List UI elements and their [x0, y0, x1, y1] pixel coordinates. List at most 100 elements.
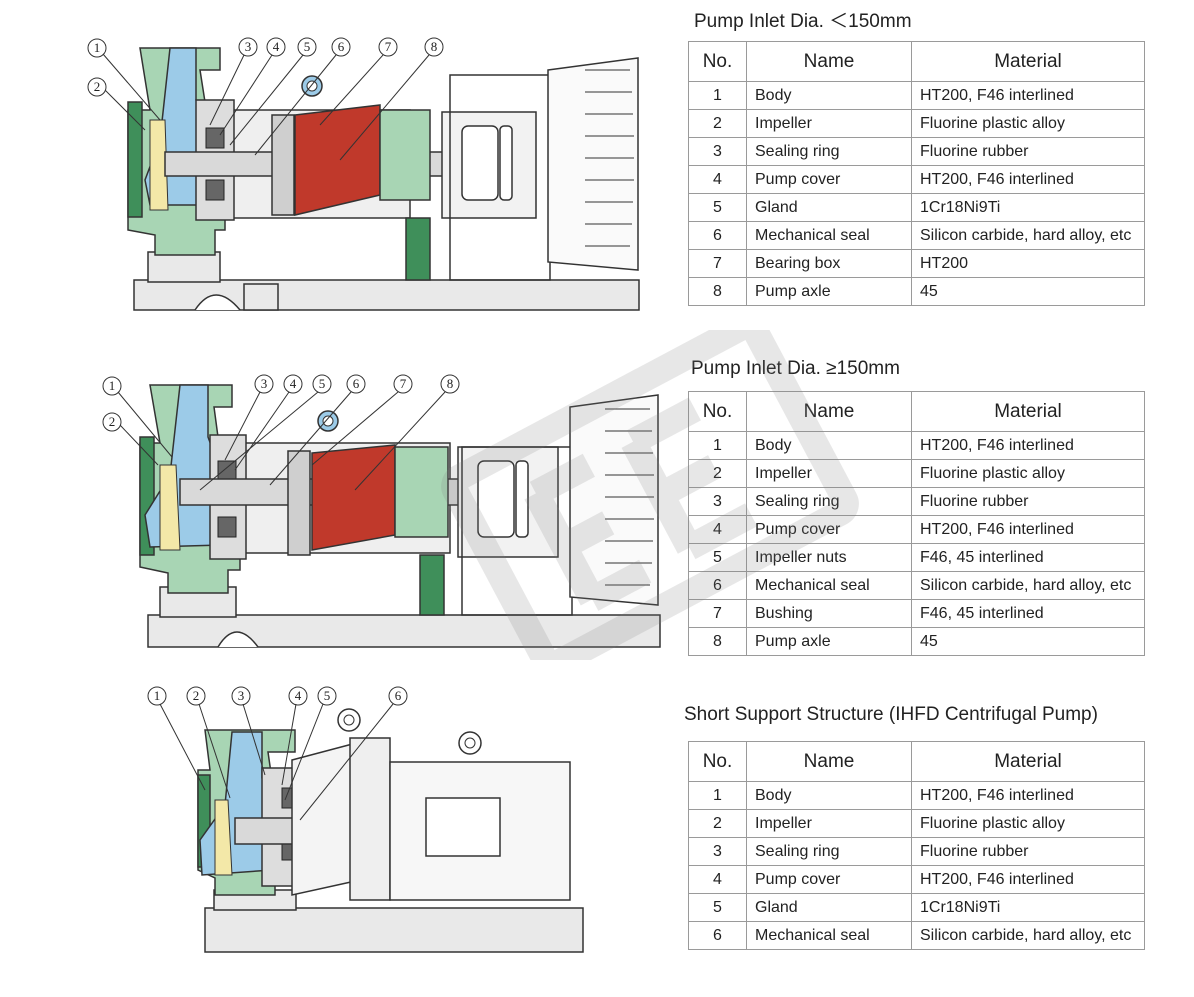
callout-2: 2	[109, 414, 116, 429]
row-name: Gland	[746, 893, 912, 922]
row-name: Pump cover	[746, 865, 912, 894]
row-name: Mechanical seal	[746, 921, 912, 950]
header-no: No.	[688, 741, 747, 782]
row-name: Mechanical seal	[746, 221, 912, 250]
row-name: Pump axle	[746, 627, 912, 656]
row-material: HT200, F46 interlined	[911, 515, 1145, 544]
row-no: 1	[688, 781, 747, 810]
callout-8: 8	[431, 39, 438, 54]
row-no: 6	[688, 921, 747, 950]
callout-6: 6	[353, 376, 360, 391]
row-material: Fluorine rubber	[911, 137, 1145, 166]
row-no: 4	[688, 165, 747, 194]
row-material: Fluorine plastic alloy	[911, 109, 1145, 138]
callout-1: 1	[154, 688, 161, 703]
row-no: 7	[688, 249, 747, 278]
row-name: Sealing ring	[746, 837, 912, 866]
row-no: 3	[688, 487, 747, 516]
row-material: HT200, F46 interlined	[911, 865, 1145, 894]
row-name: Pump cover	[746, 515, 912, 544]
callout-8: 8	[447, 376, 454, 391]
callout-2: 2	[193, 688, 200, 703]
row-material: Fluorine rubber	[911, 837, 1145, 866]
header-material: Material	[911, 741, 1145, 782]
callout-1: 1	[94, 40, 101, 55]
pump-diagram-2: 1 2 3 4 5 6 7 8	[0, 365, 680, 660]
row-material: Silicon carbide, hard alloy, etc	[911, 921, 1145, 950]
pump-diagram-3: 1 2 3 4 5 6	[0, 680, 680, 970]
row-name: Body	[746, 431, 912, 460]
callout-5: 5	[319, 376, 326, 391]
section-3-title: Short Support Structure (IHFD Centrifuga…	[684, 704, 1098, 725]
table-header-row: No. Name Material	[688, 741, 1145, 782]
callout-7: 7	[385, 39, 392, 54]
row-material: Silicon carbide, hard alloy, etc	[911, 571, 1145, 600]
section-2-title: Pump Inlet Dia. ≥150mm	[691, 358, 900, 379]
header-material: Material	[911, 391, 1145, 432]
row-name: Pump cover	[746, 165, 912, 194]
callout-5: 5	[324, 688, 331, 703]
row-material: F46, 45 interlined	[911, 599, 1145, 628]
callout-1: 1	[109, 378, 116, 393]
row-no: 2	[688, 459, 747, 488]
row-no: 3	[688, 837, 747, 866]
row-name: Bearing box	[746, 249, 912, 278]
callout-6: 6	[395, 688, 402, 703]
row-material: HT200, F46 interlined	[911, 165, 1145, 194]
header-name: Name	[746, 41, 912, 82]
row-name: Impeller	[746, 459, 912, 488]
row-no: 2	[688, 809, 747, 838]
row-material: HT200, F46 interlined	[911, 781, 1145, 810]
callout-7: 7	[400, 376, 407, 391]
row-material: Fluorine plastic alloy	[911, 809, 1145, 838]
row-name: Sealing ring	[746, 137, 912, 166]
row-material: HT200	[911, 249, 1145, 278]
row-name: Mechanical seal	[746, 571, 912, 600]
callout-2: 2	[94, 79, 101, 94]
row-no: 1	[688, 431, 747, 460]
row-no: 5	[688, 193, 747, 222]
row-name: Gland	[746, 193, 912, 222]
row-name: Body	[746, 781, 912, 810]
table-header-row: No. Name Material	[688, 41, 1145, 82]
row-material: 45	[911, 627, 1145, 656]
row-name: Impeller	[746, 109, 912, 138]
row-no: 3	[688, 137, 747, 166]
row-name: Impeller	[746, 809, 912, 838]
callout-5: 5	[304, 39, 311, 54]
callout-4: 4	[290, 376, 297, 391]
header-no: No.	[688, 391, 747, 432]
row-no: 8	[688, 627, 747, 656]
callout-4: 4	[295, 688, 302, 703]
row-no: 2	[688, 109, 747, 138]
callout-4: 4	[273, 39, 280, 54]
row-material: HT200, F46 interlined	[911, 81, 1145, 110]
header-name: Name	[746, 391, 912, 432]
row-material: 1Cr18Ni9Ti	[911, 193, 1145, 222]
row-material: 1Cr18Ni9Ti	[911, 893, 1145, 922]
row-no: 7	[688, 599, 747, 628]
row-no: 1	[688, 81, 747, 110]
row-material: Fluorine plastic alloy	[911, 459, 1145, 488]
